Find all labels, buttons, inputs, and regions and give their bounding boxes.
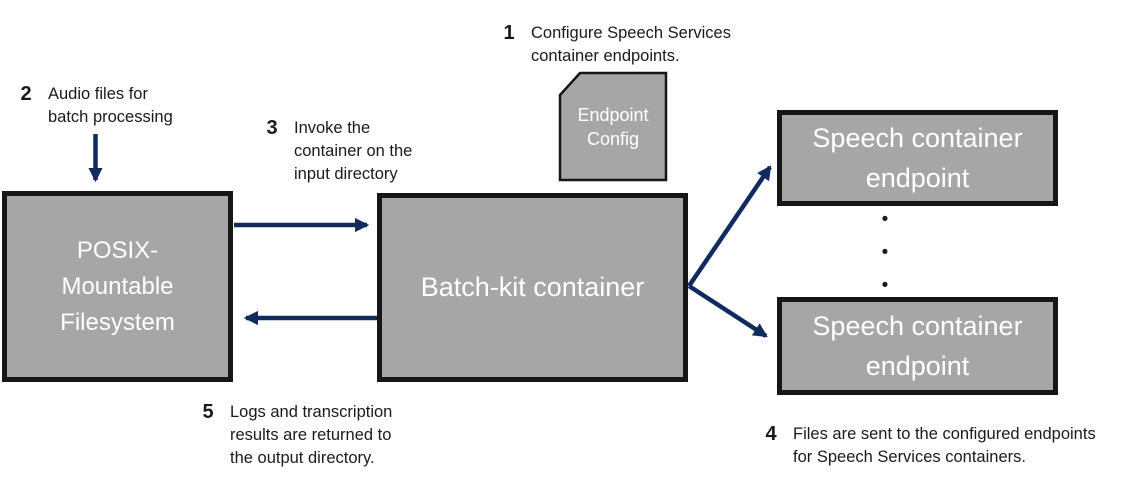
annotation-5-number: 5 [202, 401, 214, 423]
annotation-1-text-line: Configure Speech Services [531, 24, 731, 42]
annotation-2-number: 2 [20, 83, 32, 105]
annotation-1: 1 Configure Speech Services container en… [500, 22, 731, 68]
annotation-5-text-line: Logs and transcription [230, 403, 393, 421]
endpoint-config-shape [558, 71, 668, 182]
speech-endpoint-label-line: Speech container [812, 123, 1023, 153]
posix-filesystem-label-line: Filesystem [60, 308, 175, 336]
ellipsis-dots: • • • [877, 203, 893, 302]
annotation-4: 4 Files are sent to the configured endpo… [762, 423, 1096, 469]
annotation-3-text-line: Invoke the [294, 119, 371, 137]
annotation-1-text-line: container endpoints. [531, 47, 680, 65]
arrow-batchkit-to-speech-top [687, 165, 772, 288]
ellipsis-dot: • [881, 242, 889, 263]
speech-endpoint-label-line: endpoint [865, 163, 970, 193]
ellipsis-dot: • [881, 209, 889, 230]
speech-container-endpoint-box-top: Speech container endpoint [777, 110, 1058, 206]
annotation-1-number: 1 [503, 22, 515, 44]
posix-filesystem-box: POSIX- Mountable Filesystem [2, 191, 233, 382]
ellipsis-dot: • [881, 275, 889, 296]
endpoint-config-label-line: Config [586, 128, 640, 149]
annotation-3-number: 3 [266, 117, 278, 139]
annotation-5-text-line: results are returned to [230, 426, 392, 444]
posix-filesystem-label-line: Mountable [61, 272, 174, 300]
speech-endpoint-label-line: Speech container [812, 311, 1023, 341]
annotation-3: 3 Invoke the container on the input dire… [263, 117, 412, 186]
posix-filesystem-label-line: POSIX- [76, 236, 159, 264]
batch-kit-container-label: Batch-kit container [420, 272, 645, 302]
annotation-3-text-line: container on the [294, 142, 413, 160]
batch-kit-container-box: Batch-kit container [377, 193, 688, 382]
annotation-2: 2 Audio files for batch processing [17, 83, 173, 129]
annotation-5: 5 Logs and transcription results are ret… [199, 401, 392, 470]
annotation-4-text-line: for Speech Services containers. [793, 448, 1026, 466]
annotation-3-text-line: input directory [294, 165, 398, 183]
annotation-4-number: 4 [765, 423, 777, 445]
speech-container-endpoint-box-bottom: Speech container endpoint [777, 297, 1058, 395]
endpoint-config-label: Endpoint Config [560, 73, 666, 180]
endpoint-config-label-line: Endpoint [577, 104, 649, 125]
arrow-batchkit-to-speech-bottom [687, 284, 768, 338]
annotation-5-text-line: the output directory. [230, 449, 375, 467]
annotation-4-text-line: Files are sent to the configured endpoin… [793, 425, 1096, 443]
annotation-2-text-line: batch processing [48, 108, 173, 126]
speech-endpoint-label-line: endpoint [865, 351, 970, 381]
annotation-2-text-line: Audio files for [48, 85, 148, 103]
